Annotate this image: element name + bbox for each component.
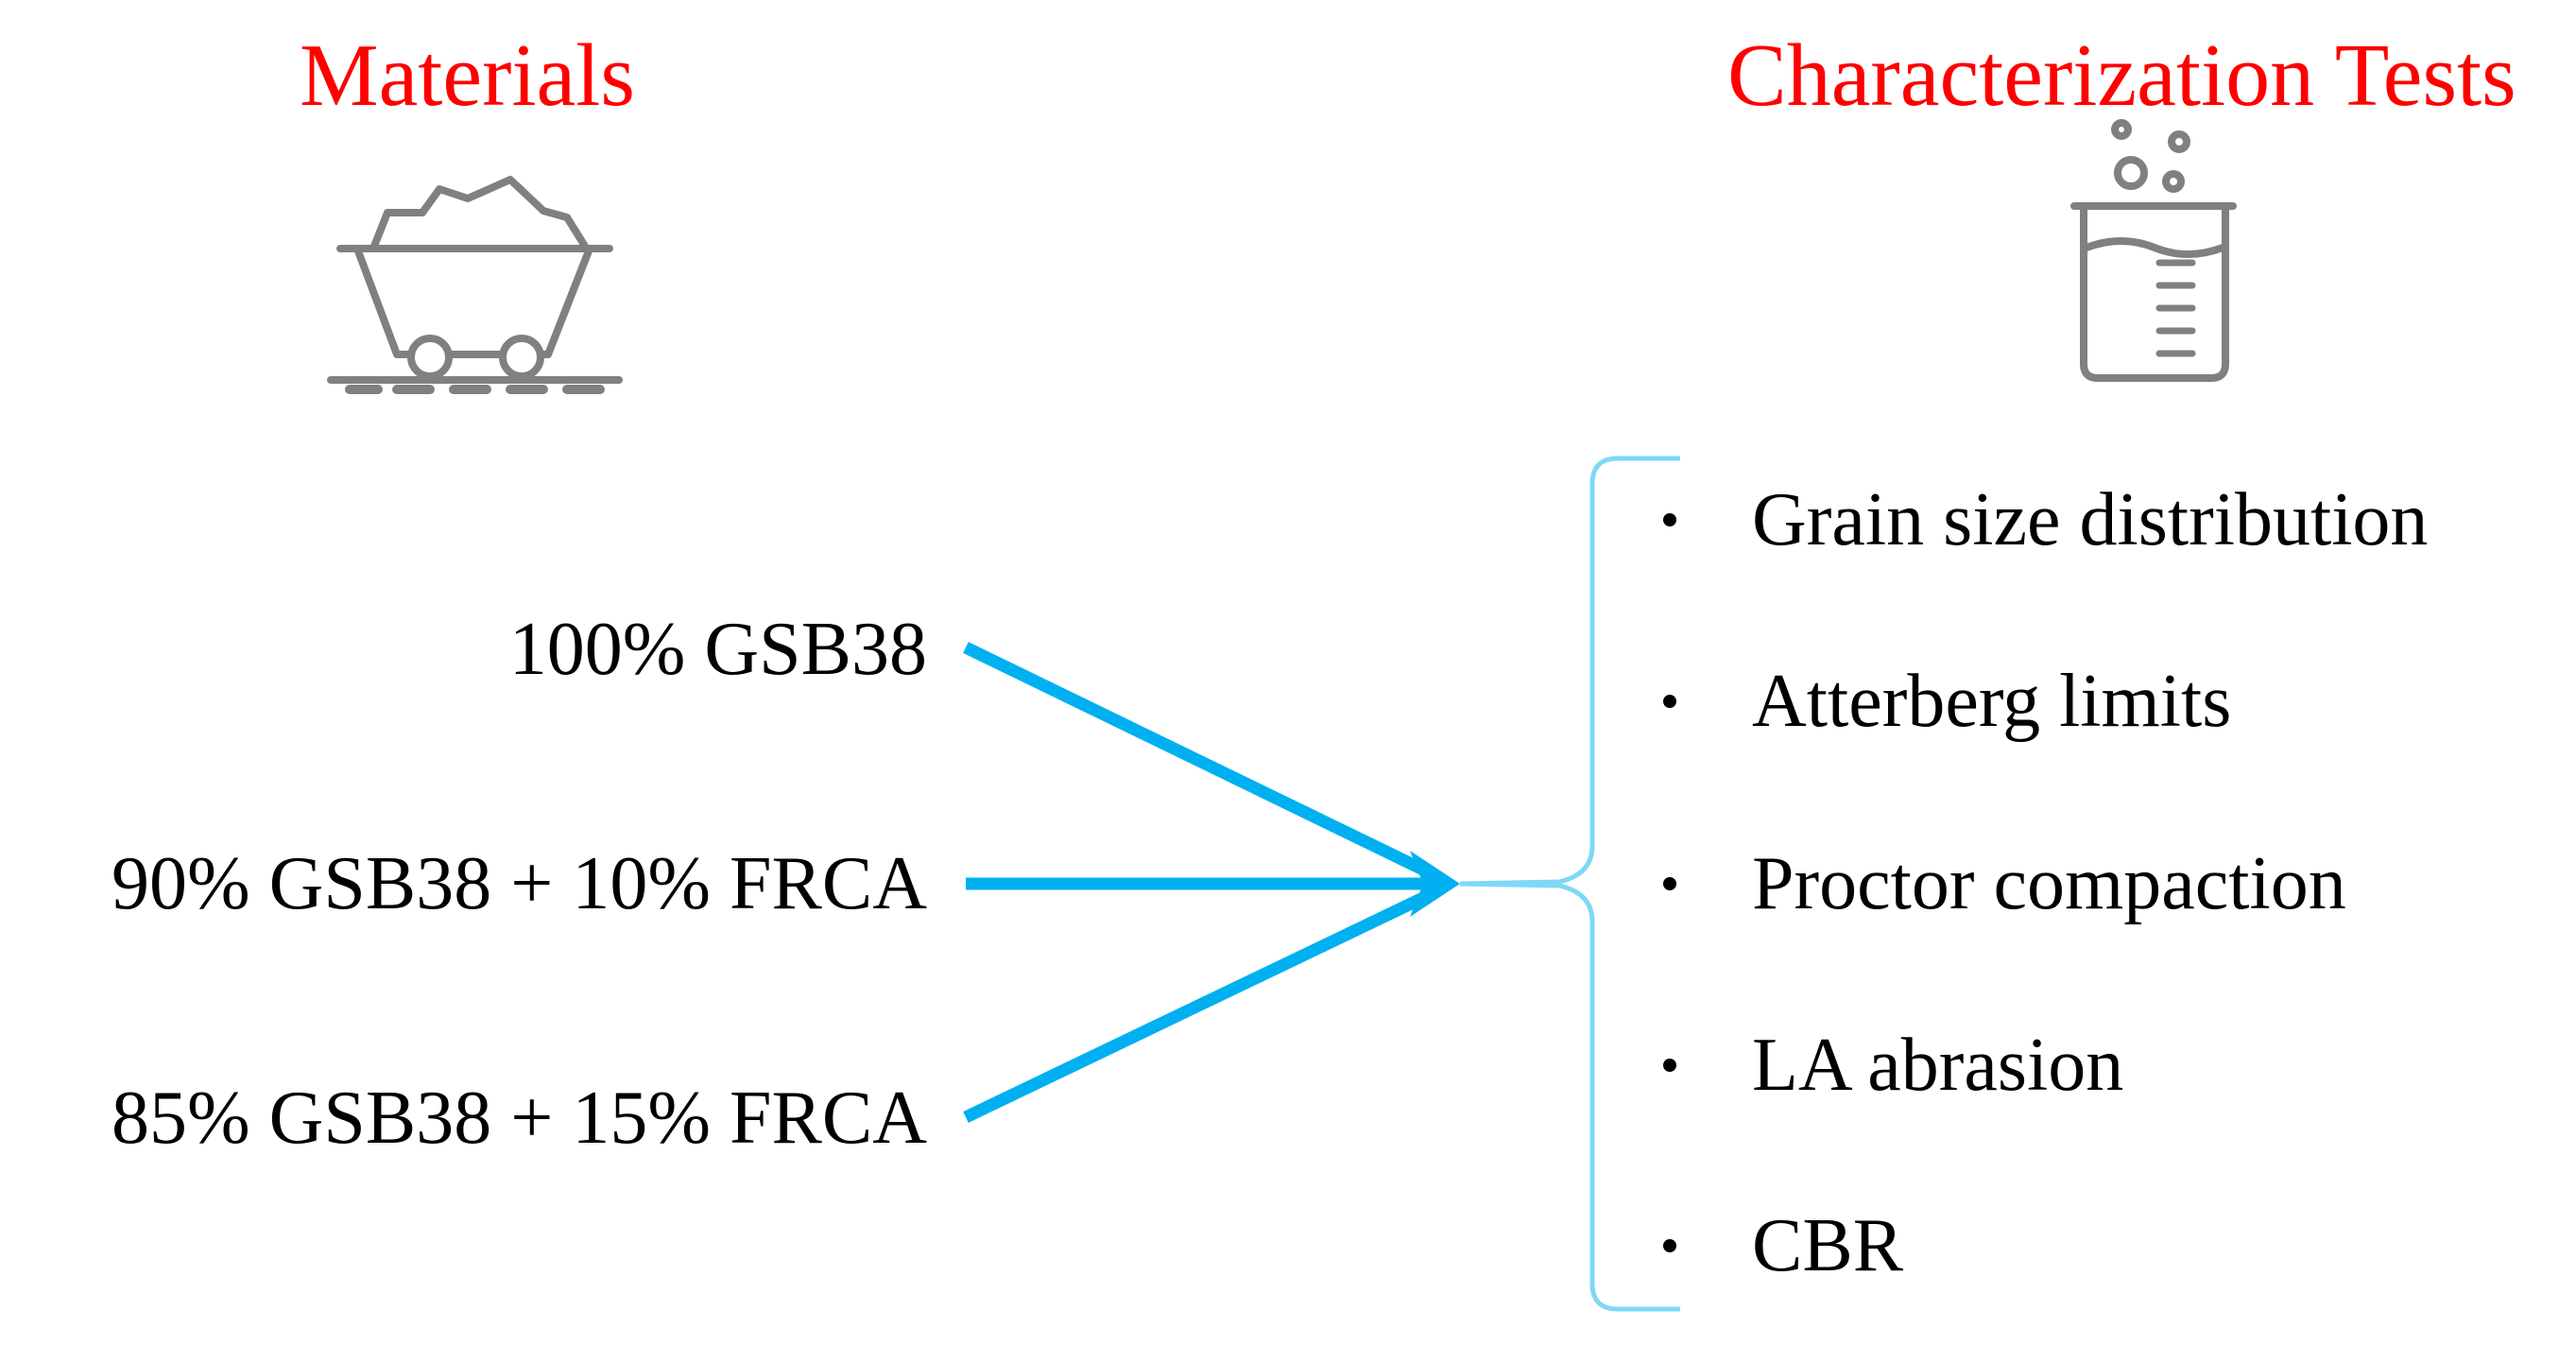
test-label: LA abrasion <box>1752 1024 2124 1107</box>
bullet-icon <box>1663 695 1676 708</box>
test-label: Grain size distribution <box>1752 478 2429 561</box>
arrow-material-1 <box>963 642 1430 877</box>
arrowhead <box>1410 851 1460 917</box>
material-item-2: 90% GSB38 + 10% FRCA <box>111 842 927 925</box>
materials-heading: Materials <box>300 26 635 125</box>
test-item-1: Grain size distribution <box>1663 473 2428 567</box>
bullet-icon <box>1663 513 1676 526</box>
tests-brace <box>1459 456 1680 1312</box>
tests-heading: Characterization Tests <box>1727 26 2516 125</box>
test-item-3: Proctor compaction <box>1663 836 2346 931</box>
test-item-2: Atterberg limits <box>1663 654 2231 749</box>
test-label: Proctor compaction <box>1752 842 2346 925</box>
material-item-1: 100% GSB38 <box>508 608 927 691</box>
test-label: CBR <box>1752 1204 1904 1287</box>
test-item-4: LA abrasion <box>1663 1018 2123 1112</box>
bullet-icon <box>1663 1239 1676 1252</box>
test-item-5: CBR <box>1663 1198 1903 1293</box>
arrows <box>963 642 1430 1123</box>
test-label: Atterberg limits <box>1752 660 2232 743</box>
bullet-icon <box>1663 877 1676 890</box>
bullet-icon <box>1663 1059 1676 1072</box>
mine-cart-icon <box>327 176 623 394</box>
material-item-3: 85% GSB38 + 15% FRCA <box>111 1077 927 1160</box>
arrow-material-3 <box>963 890 1430 1123</box>
beaker-icon <box>2070 119 2237 382</box>
